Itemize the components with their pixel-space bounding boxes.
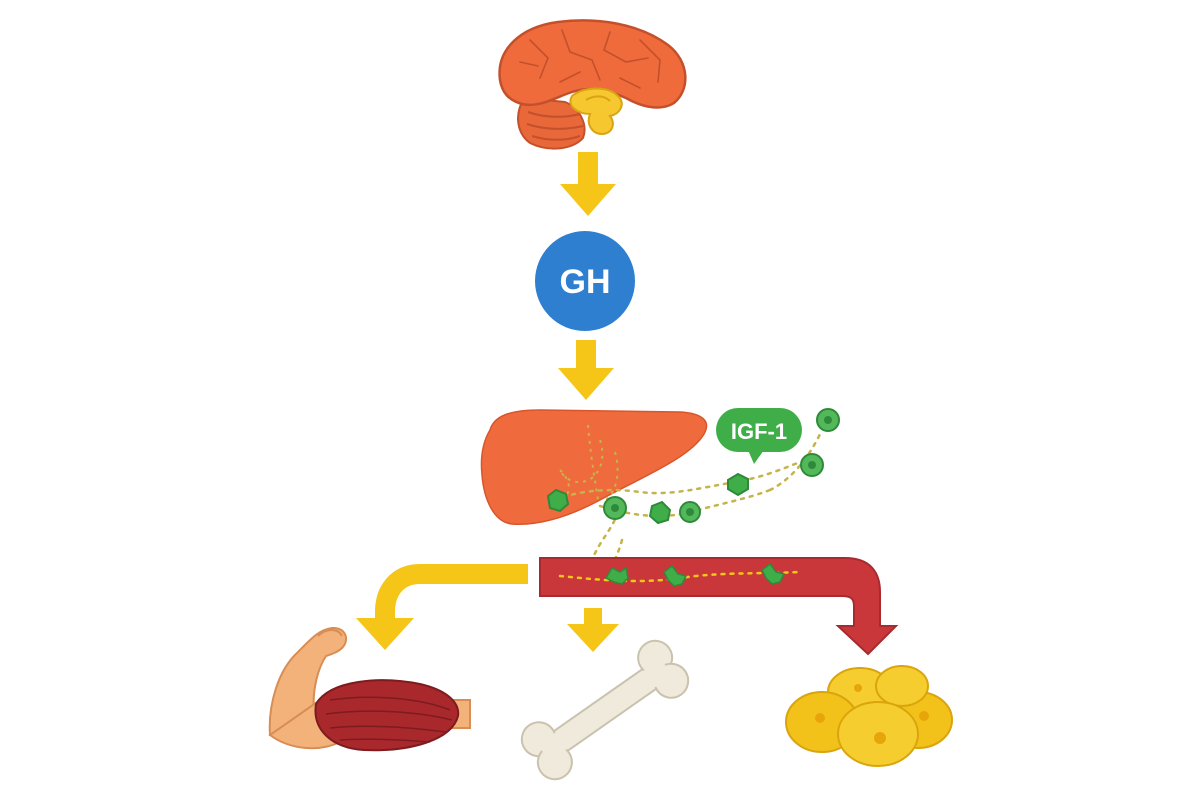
igf1-molecule-icon [648,500,672,525]
igf1-molecule-icon [604,566,629,585]
muscle-arm-icon [268,626,471,752]
liver-icon [480,409,708,525]
igf1-molecule-icon [816,408,840,432]
arrow-to-bone [567,608,619,652]
blood-vessel-icon [539,557,899,656]
gh-node: GH [535,231,635,331]
igf1-molecule-icon [761,562,786,585]
igf1-molecule-icon [727,472,749,497]
igf1-label: IGF-1 [731,419,787,444]
arrow-gh-to-liver [558,340,614,400]
bone-icon [520,639,690,781]
arrow-brain-to-gh [560,152,616,216]
igf1-molecule-icon [800,453,824,477]
igf1-molecule-icon [603,496,627,520]
igf1-molecules [546,408,840,525]
fat-cells-icon [785,665,953,767]
igf1-node: IGF-1 [716,408,802,464]
igf1-molecule-icon [546,488,570,513]
brain-pituitary-icon [498,19,687,150]
gh-label: GH [560,263,611,301]
igf1-molecule-icon [679,501,701,523]
igf1-molecule-icon [663,564,688,587]
arrow-to-muscle [356,564,528,650]
